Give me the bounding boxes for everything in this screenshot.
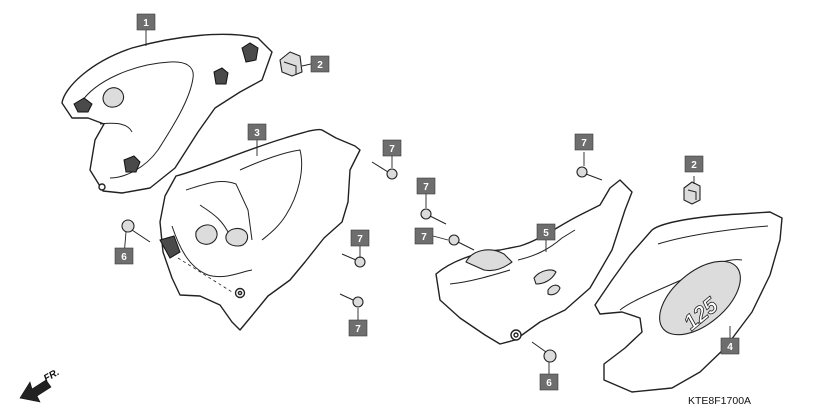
bolt-6-lower — [531, 341, 557, 363]
screw-7-lower — [339, 293, 364, 308]
svg-text:7: 7 — [355, 324, 361, 335]
front-arrow-icon — [19, 379, 52, 403]
svg-text:7: 7 — [357, 234, 363, 245]
callout-3: 3 — [247, 123, 267, 141]
svg-text:1: 1 — [143, 18, 149, 29]
callout-7-c: 7 — [574, 133, 594, 151]
svg-text:4: 4 — [727, 342, 733, 353]
svg-text:6: 6 — [546, 378, 552, 389]
screw-7-upper — [371, 161, 398, 180]
front-direction-label: FR. — [42, 367, 61, 385]
bolt-6-left — [121, 219, 151, 243]
front-direction-indicator: FR. — [19, 367, 61, 403]
callout-7-lower: 7 — [348, 319, 368, 337]
callout-7-middle: 7 — [350, 229, 370, 247]
svg-text:7: 7 — [389, 144, 395, 155]
svg-text:7: 7 — [421, 232, 427, 243]
callout-7-b: 7 — [414, 227, 434, 245]
diagram-reference-code: KTE8F1700A — [688, 395, 751, 407]
screw-7-a — [420, 208, 447, 225]
callout-1: 1 — [136, 13, 156, 31]
screw-7-b — [448, 234, 475, 251]
screw-7-c — [576, 166, 603, 181]
callout-7-upper: 7 — [382, 139, 402, 157]
svg-text:7: 7 — [423, 182, 429, 193]
screw-7-middle — [341, 253, 366, 268]
callout-5: 5 — [536, 223, 556, 241]
callout-6-left: 6 — [114, 247, 134, 265]
part-4-side-cover-right: 125 — [594, 211, 783, 393]
part-2-clip-right — [683, 181, 701, 205]
callout-2-right: 2 — [684, 155, 704, 173]
svg-text:7: 7 — [581, 138, 587, 149]
svg-text:2: 2 — [317, 60, 323, 71]
callout-7-a: 7 — [416, 177, 436, 195]
part-5-lower-cover — [435, 179, 633, 345]
svg-text:2: 2 — [691, 160, 697, 171]
svg-text:5: 5 — [543, 228, 549, 239]
callout-6-lower: 6 — [539, 373, 559, 391]
callout-4: 4 — [720, 337, 740, 355]
svg-text:3: 3 — [254, 128, 260, 139]
part-2-clip-upper — [279, 51, 303, 77]
part-3-middle-cover — [159, 128, 361, 331]
part-1-side-cover-upper — [61, 33, 273, 194]
callout-2-upper: 2 — [310, 55, 330, 73]
svg-text:6: 6 — [121, 252, 127, 263]
